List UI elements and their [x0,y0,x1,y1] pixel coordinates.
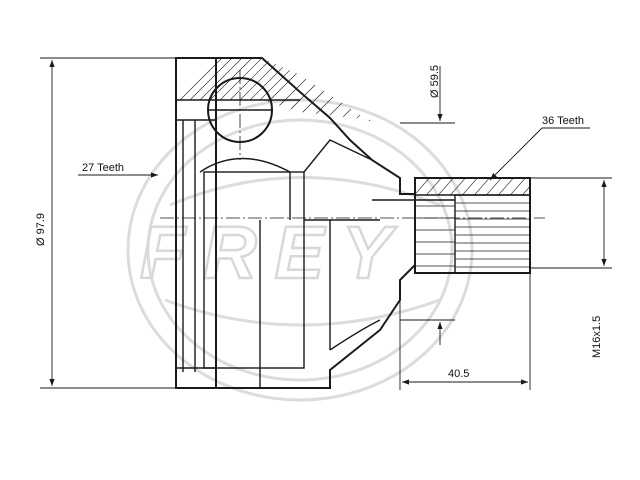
inner-teeth-label: 27 Teeth [82,162,124,174]
callout-outer-teeth: 36 Teeth [489,115,590,181]
watermark-logo: FREY [126,98,474,402]
shaft [372,177,531,274]
dim-overall-diameter: Ø 97.9 [35,57,176,389]
shaft-length-label: 40.5 [448,368,469,380]
outer-teeth-label: 36 Teeth [542,115,584,127]
dim-shaft-length: 40.5 [399,273,531,390]
bore-diameter-label: Ø 59.5 [429,65,441,98]
overall-diameter-label: Ø 97.9 [35,213,47,246]
thread-label: M16x1.5 [591,316,603,358]
dim-bore-diameter: Ø 59.5 [400,65,455,345]
dim-thread: M16x1.5 [530,177,612,358]
ball [207,77,273,143]
spline-teeth [415,202,530,268]
watermark-text: FREY [140,211,409,294]
shaft-hatch [415,178,530,195]
housing [175,57,416,389]
callout-inner-teeth: 27 Teeth [78,162,158,178]
